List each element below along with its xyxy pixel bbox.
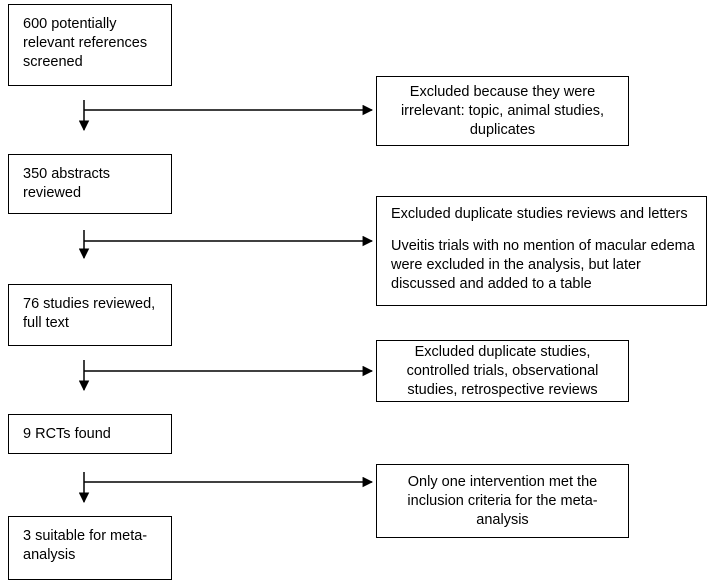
flow-step-rcts: 9 RCTs found — [8, 414, 172, 454]
flow-step-rcts-text: 9 RCTs found — [23, 426, 111, 442]
flow-step-full-text: 76 studies reviewed, full text — [8, 284, 172, 346]
exclusion-box-duplicates: Excluded duplicate studies reviews and l… — [376, 196, 707, 306]
flow-step-suitable: 3 suitable for meta-analysis — [8, 516, 172, 580]
flow-step-screened-text: 600 potentially relevant references scre… — [23, 16, 148, 70]
exclusion-uveitis-text: Uveitis trials with no mention of macula… — [391, 238, 695, 292]
exclusion-duplicates-text: Excluded duplicate studies reviews and l… — [391, 206, 688, 222]
exclusion-box-irrelevant: Excluded because they were irrelevant: t… — [376, 76, 629, 146]
exclusion-box-study-types: Excluded duplicate studies, controlled t… — [376, 340, 629, 402]
flow-step-suitable-text: 3 suitable for meta-analysis — [23, 528, 148, 563]
exclusion-box-intervention: Only one intervention met the inclusion … — [376, 464, 629, 538]
flow-step-screened: 600 potentially relevant references scre… — [8, 4, 172, 86]
exclusion-study-types-text: Excluded duplicate studies, controlled t… — [406, 344, 599, 398]
flow-step-full-text-text: 76 studies reviewed, full text — [23, 296, 156, 331]
flow-step-abstracts-text: 350 abstracts reviewed — [23, 166, 111, 201]
exclusion-intervention-text: Only one intervention met the inclusion … — [407, 474, 598, 528]
flow-step-abstracts: 350 abstracts reviewed — [8, 154, 172, 214]
exclusion-irrelevant-text: Excluded because they were irrelevant: t… — [400, 84, 605, 138]
